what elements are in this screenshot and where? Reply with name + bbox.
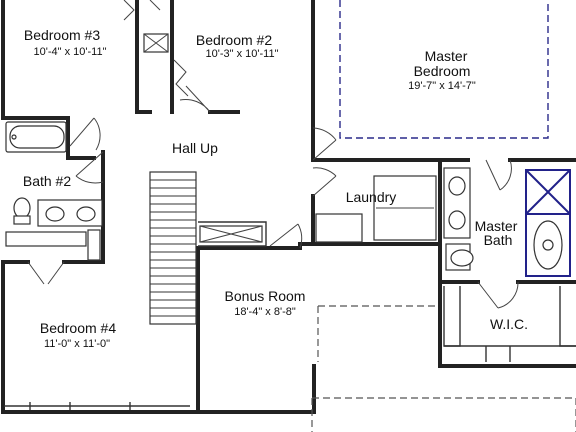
wic-name: W.I.C. xyxy=(490,316,528,332)
staircase xyxy=(149,171,197,325)
doors xyxy=(27,0,519,309)
bedroom2-name: Bedroom #2 xyxy=(196,32,272,48)
hall-up-name: Hall Up xyxy=(172,140,218,156)
bonus-room-name: Bonus Room xyxy=(225,288,306,304)
walls xyxy=(1,0,576,414)
bedroom4-dims: 11'-0" x 11'-0" xyxy=(44,338,110,350)
laundry-name: Laundry xyxy=(346,189,397,205)
bath2-fixtures xyxy=(5,121,103,261)
wic-shelves xyxy=(443,286,576,362)
master-bedroom-dims: 19'-7" x 14'-7" xyxy=(408,80,476,92)
master-bedroom-name-1: Master xyxy=(425,48,468,64)
bedroom4-name: Bedroom #4 xyxy=(40,320,116,336)
bonus-room-dims: 18'-4" x 8'-8" xyxy=(234,306,296,318)
bedroom2-dims: 10'-3" x 10'-11" xyxy=(206,48,279,60)
master-bedroom-name-2: Bedroom xyxy=(414,63,471,79)
master-bath-name-1: Master xyxy=(475,218,518,234)
master-bath-fixtures xyxy=(443,167,571,277)
ceiling-lines xyxy=(4,0,576,432)
laundry-appliances xyxy=(315,175,437,243)
master-bath-name-2: Bath xyxy=(484,232,513,248)
bedroom3-dims: 10'-4" x 10'-11" xyxy=(34,46,107,58)
room-labels: Bedroom #3 10'-4" x 10'-11" Bedroom #2 1… xyxy=(23,27,528,350)
closet-linen xyxy=(143,33,263,243)
bedroom3-name: Bedroom #3 xyxy=(24,27,100,43)
bath2-name: Bath #2 xyxy=(23,173,71,189)
